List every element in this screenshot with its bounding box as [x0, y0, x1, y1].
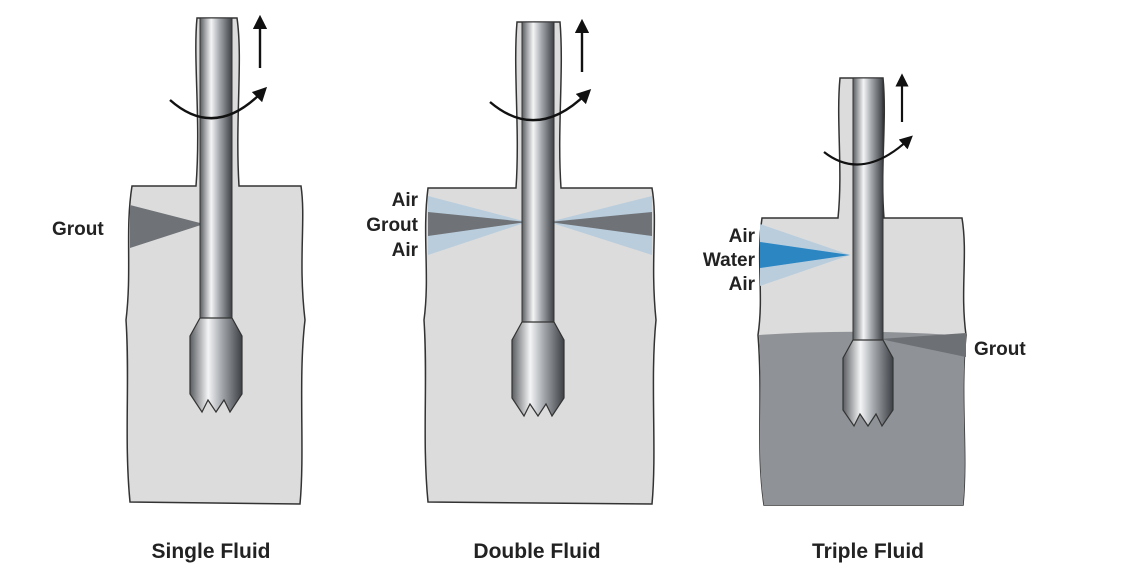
rotation-arrow-icon: [489, 88, 592, 122]
drill-bit-icon: [189, 317, 243, 414]
jet-label-grout: Grout: [366, 215, 418, 236]
panel-title-double-fluid: Double Fluid: [473, 540, 600, 563]
jet-label-air-bottom: Air: [729, 274, 756, 295]
drill-bit-icon: [842, 339, 894, 428]
jet-label-water: Water: [703, 250, 756, 271]
panel-double-fluid: Air Grout Air Double Fluid: [366, 18, 657, 563]
jet-label-air-bottom: Air: [392, 240, 419, 261]
jet-label-grout: Grout: [52, 219, 104, 240]
drill-rod: [521, 21, 555, 323]
panel-title-triple-fluid: Triple Fluid: [812, 540, 924, 563]
jet-label-air-top: Air: [729, 226, 756, 247]
water-jet: [760, 242, 850, 268]
grout-jet-right: [549, 212, 652, 236]
grout-jet-left: [428, 212, 527, 236]
rotation-arrow-icon: [823, 135, 913, 166]
grout-jet: [880, 333, 966, 357]
drill-rod: [852, 77, 884, 341]
rotation-arrow-icon: [169, 86, 268, 120]
panel-single-fluid: Grout Single Fluid: [52, 14, 306, 563]
zone-label-grout: Grout: [974, 339, 1026, 360]
drill-rod: [199, 17, 233, 319]
drill-bit-icon: [511, 321, 565, 418]
grout-jet: [130, 205, 204, 248]
panel-triple-fluid: Air Water Air Grout Triple Fluid: [703, 73, 1026, 563]
jet-label-air-top: Air: [392, 190, 419, 211]
panel-title-single-fluid: Single Fluid: [152, 540, 271, 563]
